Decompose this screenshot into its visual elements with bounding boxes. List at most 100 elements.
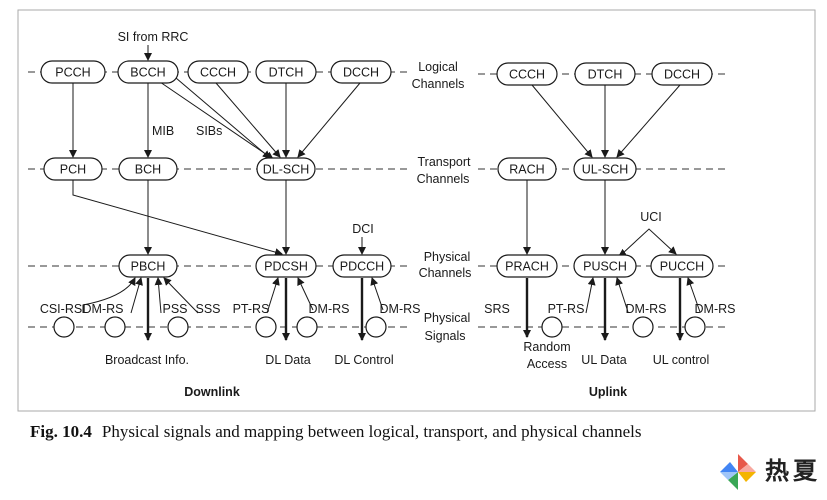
channel-node-dcch: DCCH [330, 60, 392, 84]
signal-label-pt-rs: PT-RS [233, 302, 270, 316]
channel-node-ccch: CCCH [496, 62, 558, 86]
signal-label-dm-rs: DM-RS [83, 302, 124, 316]
layer-transport-line1: Transport [417, 155, 471, 169]
channel-node-pcch: PCCH [40, 60, 106, 84]
channel-node-dtch: DTCH [574, 62, 636, 86]
uplink-label: Uplink [589, 385, 627, 399]
channel-node-prach: PRACH [496, 254, 558, 278]
output-random-access-line1: Random [523, 340, 570, 354]
watermark-text: 热夏 [765, 457, 821, 485]
channel-node-dcch: DCCH [651, 62, 713, 86]
signal-label-pss: PSS [162, 302, 187, 316]
output-broadcast-info: Broadcast Info. [105, 353, 189, 367]
layer-physical-line2: Channels [419, 266, 472, 280]
channel-node-shape [573, 254, 637, 278]
channel-node-shape [650, 254, 714, 278]
signal-label-csi-rs: CSI-RS [40, 302, 82, 316]
channel-node-label: PDCCH [340, 260, 384, 274]
channel-nodes: PCCH BCCH CCCH DTCH DCCH PCH BCH DL-SCH PBCH PDCS… [40, 60, 714, 278]
output-random-access-line2: Access [527, 357, 567, 371]
mib-label: MIB [152, 124, 174, 138]
channel-node-pdcch: PDCCH [332, 254, 392, 278]
signal-label-dm-rs: DM-RS [626, 302, 667, 316]
figure-border [17, 9, 816, 412]
channel-node-label: RACH [509, 163, 544, 177]
caption-text: Physical signals and mapping between log… [101, 422, 642, 441]
layer-logical-line2: Channels [412, 77, 465, 91]
output-dl-data: DL Data [265, 353, 310, 367]
layer-logical-line1: Logical [418, 60, 458, 74]
channel-node-label: PRACH [505, 260, 549, 274]
channel-node-bcch: BCCH [117, 60, 179, 84]
channel-node-pdcsh: PDCSH [255, 254, 317, 278]
sibs-label: SIBs [196, 124, 222, 138]
channel-node-shape [497, 157, 557, 181]
channel-node-shape [255, 60, 317, 84]
channel-node-dl-sch: DL-SCH [256, 157, 316, 181]
channel-node-shape [255, 254, 317, 278]
output-dl-control: DL Control [334, 353, 393, 367]
channel-node-label: DCCH [664, 68, 700, 82]
signal-circles [53, 316, 706, 338]
channel-node-label: UL-SCH [582, 163, 629, 177]
channel-node-label: DL-SCH [263, 163, 310, 177]
channel-node-label: PCH [60, 163, 86, 177]
channel-node-shape [40, 60, 106, 84]
channel-node-label: DTCH [588, 68, 623, 82]
channel-node-pucch: PUCCH [650, 254, 714, 278]
channel-node-label: PUSCH [583, 260, 627, 274]
channel-node-shape [332, 254, 392, 278]
channel-node-shape [117, 60, 179, 84]
channel-node-label: PCCH [55, 66, 90, 80]
channel-node-label: DCCH [343, 66, 379, 80]
channel-node-dtch: DTCH [255, 60, 317, 84]
channel-node-label: DTCH [269, 66, 304, 80]
channel-node-label: CCCH [509, 68, 545, 82]
channel-node-shape [573, 157, 637, 181]
channel-node-ccch: CCCH [187, 60, 249, 84]
channel-node-shape [330, 60, 392, 84]
signal-label-srs: SRS [484, 302, 510, 316]
signal-label-pt-rs: PT-RS [548, 302, 585, 316]
channel-node-shape [43, 157, 103, 181]
layer-signals-line1: Physical [424, 311, 471, 325]
channel-node-shape [496, 62, 558, 86]
layer-signals-line2: Signals [425, 329, 466, 343]
output-ul-data: UL Data [581, 353, 626, 367]
si-from-rrc-label: SI from RRC [118, 30, 189, 44]
channel-node-shape [256, 157, 316, 181]
channel-node-label: BCCH [130, 66, 165, 80]
channel-node-pusch: PUSCH [573, 254, 637, 278]
channel-node-shape [118, 254, 178, 278]
output-arrows [144, 278, 684, 341]
channel-node-shape [187, 60, 249, 84]
channel-node-label: BCH [135, 163, 161, 177]
channel-node-label: CCCH [200, 66, 236, 80]
output-ul-control: UL control [653, 353, 710, 367]
channel-node-label: PUCCH [660, 260, 704, 274]
signal-label-dm-rs: DM-RS [309, 302, 350, 316]
channel-node-pch: PCH [43, 157, 103, 181]
uci-label: UCI [640, 210, 662, 224]
signal-label-dm-rs: DM-RS [380, 302, 421, 316]
signal-label-sss: SSS [195, 302, 220, 316]
channel-node-shape [496, 254, 558, 278]
channel-node-label: PBCH [131, 260, 166, 274]
channel-node-bch: BCH [118, 157, 178, 181]
channel-node-shape [574, 62, 636, 86]
signal-label-dm-rs: DM-RS [695, 302, 736, 316]
connectors [69, 45, 701, 314]
layer-lines [28, 71, 728, 328]
channel-node-shape [651, 62, 713, 86]
channel-node-pbch: PBCH [118, 254, 178, 278]
channel-node-rach: RACH [497, 157, 557, 181]
downlink-label: Downlink [184, 385, 240, 399]
layer-physical-line1: Physical [424, 250, 471, 264]
channel-node-shape [118, 157, 178, 181]
channel-node-ul-sch: UL-SCH [573, 157, 637, 181]
layer-transport-line2: Channels [417, 172, 470, 186]
channel-node-label: PDCSH [264, 260, 308, 274]
